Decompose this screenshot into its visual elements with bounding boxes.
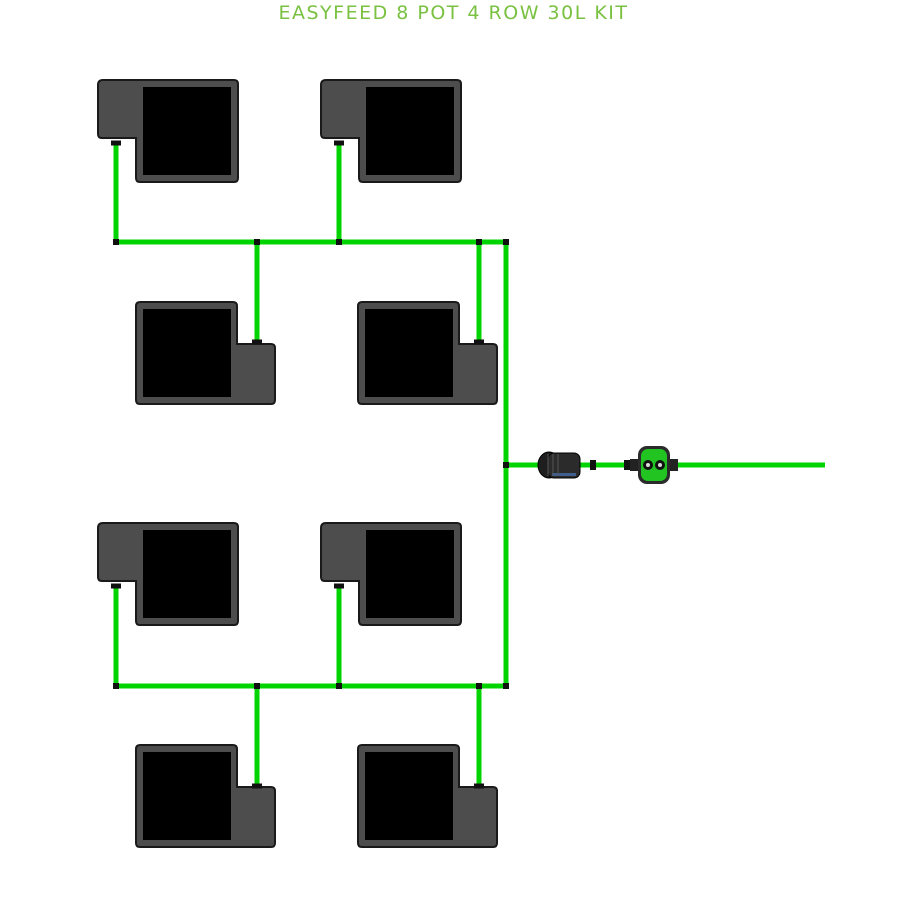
- pot-container: [365, 309, 453, 397]
- pot-connector: [474, 783, 484, 789]
- tee-joint: [476, 239, 482, 245]
- pot-container: [366, 530, 454, 618]
- valve-port: [630, 459, 638, 471]
- pot-1: [97, 79, 239, 183]
- pot-3: [135, 301, 276, 405]
- pot-connector: [474, 339, 484, 345]
- tube-joint: [624, 460, 630, 470]
- pot-connector: [252, 339, 262, 345]
- pot-container: [365, 752, 453, 840]
- tee-joint: [503, 239, 509, 245]
- tee-joint: [254, 683, 260, 689]
- pot-container: [143, 530, 231, 618]
- tee-joint: [254, 239, 260, 245]
- pot-connector: [252, 783, 262, 789]
- pot-7: [135, 744, 276, 848]
- tee-joint: [503, 462, 509, 468]
- valve-port: [670, 459, 678, 471]
- pot-connector: [334, 140, 344, 146]
- pot-8: [357, 744, 498, 848]
- tee-joint: [113, 239, 119, 245]
- pot-container: [143, 752, 231, 840]
- pot-2: [320, 79, 462, 183]
- filter-icon: [537, 451, 581, 479]
- tee-joint: [113, 683, 119, 689]
- flow-valve-icon: [630, 446, 678, 484]
- inline-fittings: [537, 446, 678, 484]
- pot-container: [143, 87, 231, 175]
- pot-connector: [334, 583, 344, 589]
- pot-group: [97, 79, 498, 848]
- valve-knob-center: [646, 463, 650, 467]
- tee-joint: [336, 239, 342, 245]
- tee-joint: [503, 683, 509, 689]
- pot-6: [320, 522, 462, 626]
- diagram-title: EASYFEED 8 POT 4 ROW 30L KIT: [278, 2, 629, 24]
- tee-joint: [336, 683, 342, 689]
- pot-connector: [111, 583, 121, 589]
- valve-face: [641, 449, 667, 481]
- pot-4: [357, 301, 498, 405]
- pot-container: [366, 87, 454, 175]
- tube-joint: [590, 460, 596, 470]
- joint-group: [111, 140, 630, 789]
- filter-band: [552, 473, 576, 476]
- pot-connector: [111, 140, 121, 146]
- tube-network: [113, 142, 825, 786]
- pot-container: [143, 309, 231, 397]
- tee-joint: [476, 683, 482, 689]
- pot-5: [97, 522, 239, 626]
- valve-knob-center: [658, 463, 662, 467]
